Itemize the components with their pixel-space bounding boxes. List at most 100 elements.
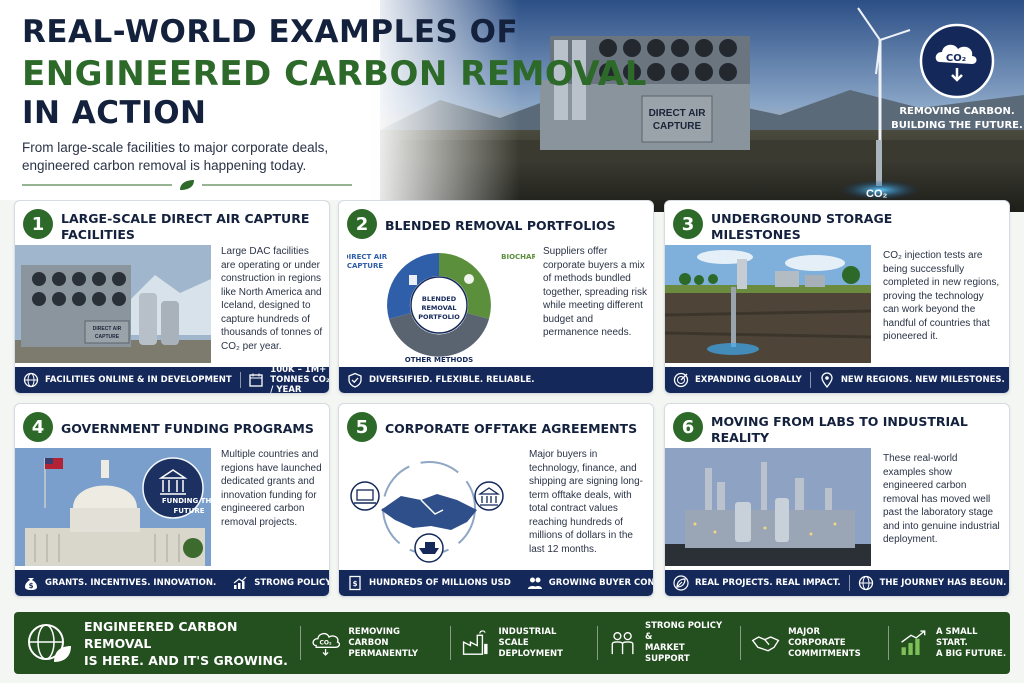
footer-divider xyxy=(239,372,241,388)
shield-check-icon xyxy=(348,372,362,388)
card-body: Multiple countries and regions have laun… xyxy=(221,449,322,528)
footer-label: 100K – 1M+ TONNES CO₂ / YEAR xyxy=(270,365,330,394)
funding-badge-text: FUNDING THE FUTURE xyxy=(161,497,217,515)
bottom-divider xyxy=(300,626,302,660)
card-footer: $ GRANTS. INCENTIVES. INNOVATION. STRONG… xyxy=(15,570,330,596)
card-title: BLENDED REMOVAL PORTFOLIOS xyxy=(385,218,616,233)
bottom-item-label: INDUSTRIAL SCALE DEPLOYMENT xyxy=(498,626,563,659)
target-icon xyxy=(673,372,689,388)
underground-co2-label: CO₂ xyxy=(866,188,888,200)
footer-divider xyxy=(809,372,811,388)
handshake-icon xyxy=(381,494,477,530)
co2-badge-icon: CO₂ xyxy=(919,23,995,99)
card-footer: $ HUNDREDS OF MILLIONS USD GROWING BUYER… xyxy=(339,570,654,596)
card-number: 4 xyxy=(23,412,53,442)
page-title-line3: IN ACTION xyxy=(22,95,207,131)
people-policy-icon xyxy=(611,632,634,655)
hero-tagline-line1: REMOVING CARBON. xyxy=(899,106,1015,117)
globe-icon xyxy=(858,575,873,591)
svg-text:$: $ xyxy=(353,580,358,588)
footer-label: GROWING BUYER CONFIDENCE. xyxy=(548,578,654,588)
bottom-item: INDUSTRIAL SCALE DEPLOYMENT xyxy=(461,612,586,674)
card-footer: REAL PROJECTS. REAL IMPACT. THE JOURNEY … xyxy=(665,570,1009,596)
hero-section: DIRECT AIR CAPTURE REAL-WORLD EXAMPLES O… xyxy=(0,0,1024,212)
money-bag-icon: $ xyxy=(25,578,37,590)
card-footer: FACILITIES ONLINE & IN DEVELOPMENT 100K … xyxy=(15,365,330,394)
card-footer: DIVERSIFIED. FLEXIBLE. RELIABLE. xyxy=(339,367,653,393)
co2-cloud-icon: CO₂ xyxy=(312,632,341,656)
hero-tagline-line2: BUILDING THE FUTURE. xyxy=(891,120,1023,131)
card-title: UNDERGROUND STORAGE MILESTONES xyxy=(711,211,893,242)
footer-label: NEW REGIONS. NEW MILESTONES. xyxy=(840,375,1005,385)
card-number: 2 xyxy=(347,209,377,239)
bottom-item-label: MAJOR CORPORATE COMMITMENTS xyxy=(788,626,861,659)
hero-facility-sign: DIRECT AIR xyxy=(649,108,707,119)
svg-text:BLENDED: BLENDED xyxy=(422,295,457,303)
hero-tagline: REMOVING CARBON. BUILDING THE FUTURE. xyxy=(890,105,1024,133)
svg-text:PORTFOLIO: PORTFOLIO xyxy=(418,313,460,321)
footer-label: THE JOURNEY HAS BEGUN. xyxy=(879,578,1007,588)
card-number: 5 xyxy=(347,412,377,442)
growth-bars-icon xyxy=(901,630,926,655)
bottom-item: A SMALL START. A BIG FUTURE. xyxy=(899,612,1010,674)
bottom-item-label: STRONG POLICY & MARKET SUPPORT xyxy=(644,621,723,664)
leaf-icon xyxy=(180,180,194,190)
ship-icon xyxy=(419,542,439,554)
svg-text:$: $ xyxy=(29,582,34,590)
location-pin-icon xyxy=(821,372,833,388)
footer-label: GRANTS. INCENTIVES. INNOVATION. xyxy=(45,578,217,588)
svg-text:CAPTURE: CAPTURE xyxy=(653,121,702,132)
page-subtitle: From large-scale facilities to major cor… xyxy=(22,140,329,173)
bottom-item-label: A SMALL START. A BIG FUTURE. xyxy=(935,626,1007,659)
factory-icon xyxy=(463,630,488,655)
card-body: Suppliers offer corporate buyers a mix o… xyxy=(543,246,647,338)
card-dac-facilities: 1 LARGE-SCALE DIRECT AIR CAPTURE FACILIT… xyxy=(14,200,330,394)
footer-divider xyxy=(848,575,850,591)
industrial-plant-image xyxy=(665,448,871,566)
globe-icon xyxy=(23,372,39,388)
footer-label: DIVERSIFIED. FLEXIBLE. RELIABLE. xyxy=(369,375,535,385)
capitol-building-image xyxy=(15,448,211,566)
card-title: LARGE-SCALE DIRECT AIR CAPTURE FACILITIE… xyxy=(61,211,310,242)
card-footer: EXPANDING GLOBALLY NEW REGIONS. NEW MILE… xyxy=(665,367,1009,393)
card-body: These real-world examples show engineere… xyxy=(883,453,1000,545)
card-title: CORPORATE OFFTAKE AGREEMENTS xyxy=(385,421,638,436)
footer-label: EXPANDING GLOBALLY xyxy=(695,375,802,385)
bottom-item: CO₂ REMOVING CARBON PERMANENTLY xyxy=(311,612,440,674)
footer-label: HUNDREDS OF MILLIONS USD xyxy=(369,578,511,588)
contract-dollar-icon: $ xyxy=(349,575,361,591)
svg-text:DIRECT AIR: DIRECT AIR xyxy=(93,326,122,332)
svg-text:BIOCHAR: BIOCHAR xyxy=(501,253,535,261)
page-title-line2: ENGINEERED CARBON REMOVAL xyxy=(22,54,647,94)
bottom-headline: ENGINEERED CARBON REMOVAL IS HERE. AND I… xyxy=(84,618,288,668)
footer-label: STRONG POLICY MOMENTUM xyxy=(254,578,330,588)
card-number: 6 xyxy=(673,412,703,442)
svg-text:CO₂: CO₂ xyxy=(320,640,332,647)
card-body: Major buyers in technology, finance, and… xyxy=(529,449,643,555)
page-title-line1: REAL-WORLD EXAMPLES OF xyxy=(22,14,519,50)
bottom-banner: ENGINEERED CARBON REMOVAL IS HERE. AND I… xyxy=(14,612,1010,674)
hero-text-backdrop xyxy=(0,0,520,200)
bottom-item-label: REMOVING CARBON PERMANENTLY xyxy=(348,626,419,659)
bottom-divider xyxy=(450,626,452,660)
card-government-funding: 4 GOVERNMENT FUNDING PROGRAMS FUNDING TH… xyxy=(14,403,330,597)
bottom-divider xyxy=(887,626,889,660)
card-blended-portfolios: 2 BLENDED REMOVAL PORTFOLIOS BLENDED REM… xyxy=(338,200,654,394)
footer-label: FACILITIES ONLINE & IN DEVELOPMENT xyxy=(45,375,232,385)
svg-text:OTHER METHODS: OTHER METHODS xyxy=(405,356,473,363)
leaf-divider xyxy=(22,180,352,190)
handshake-deal-illustration xyxy=(350,461,504,563)
handshake-icon xyxy=(751,636,780,652)
bottom-item: STRONG POLICY & MARKET SUPPORT xyxy=(608,612,730,674)
bottom-divider xyxy=(739,626,741,660)
card-body: Large DAC facilities are operating or un… xyxy=(221,246,323,352)
card-corporate-offtake: 5 CORPORATE OFFTAKE AGREEMENTS Major buy… xyxy=(338,403,654,597)
card-underground-storage: 3 UNDERGROUND STORAGE MILESTONES CO₂ inj… xyxy=(664,200,1010,394)
card-number: 3 xyxy=(673,209,703,239)
laptop-icon xyxy=(356,489,374,501)
dac-facility-image: DIRECT AIR CAPTURE xyxy=(15,245,211,363)
globe-leaf-icon xyxy=(28,624,71,662)
svg-text:REMOVAL: REMOVAL xyxy=(421,304,456,312)
calendar-icon xyxy=(249,373,263,387)
